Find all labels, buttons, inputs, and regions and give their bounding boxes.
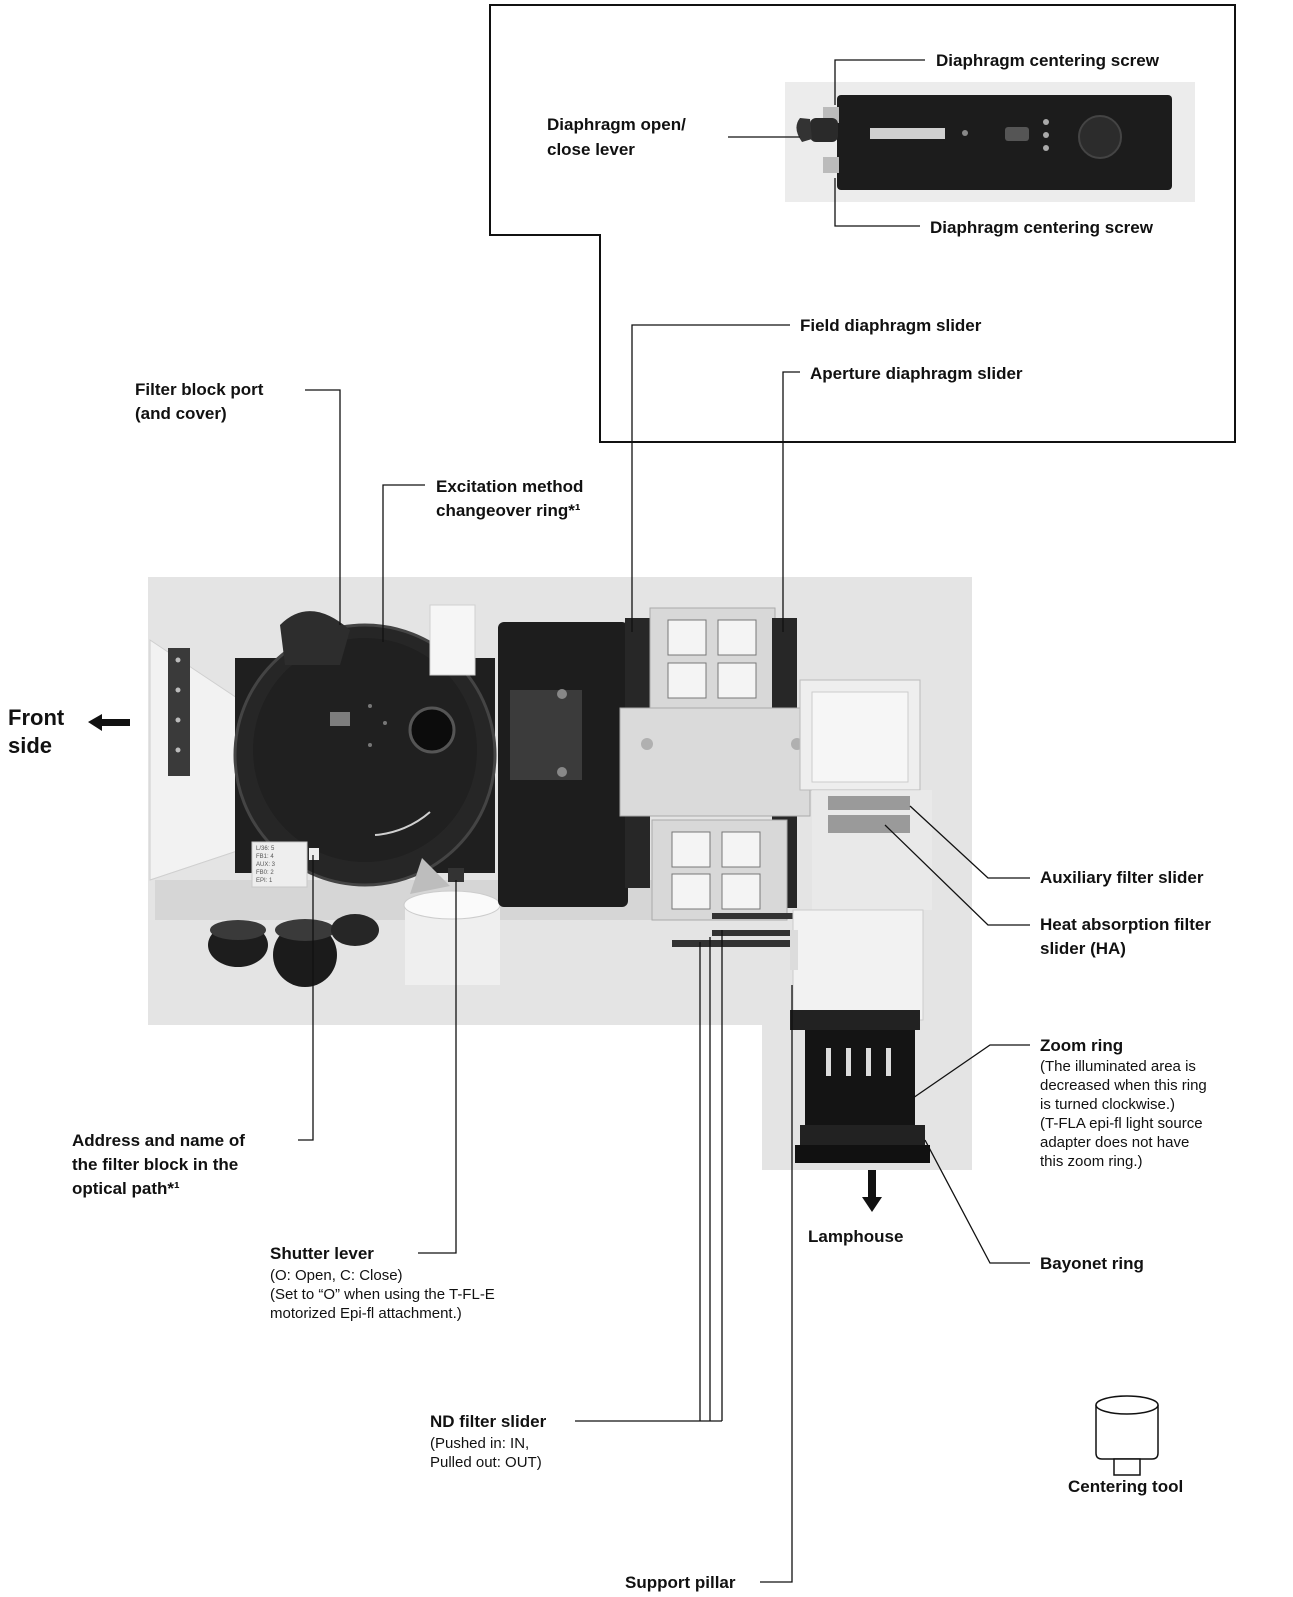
inset-slider-photo — [785, 82, 1195, 202]
label-heat-filter-1: Heat absorption filter — [1040, 914, 1211, 935]
nd-note-1: (Pushed in: IN, — [430, 1434, 529, 1453]
label-centering-screw-top: Diaphragm centering screw — [936, 50, 1159, 71]
label-excitation-ring-1: Excitation method — [436, 476, 583, 497]
block-list-item: FB1: 4 — [256, 853, 275, 861]
block-list-item: EPI: 1 — [256, 877, 275, 885]
label-address-1: Address and name of — [72, 1130, 245, 1151]
label-centering-screw-bottom: Diaphragm centering screw — [930, 217, 1153, 238]
label-front-side-1: Front — [8, 705, 64, 731]
label-field-diaphragm-slider: Field diaphragm slider — [800, 315, 981, 336]
label-nd-filter-slider: ND filter slider — [430, 1411, 546, 1432]
block-list-item: AUX: 3 — [256, 861, 275, 869]
zoom-note-4: (T-FLA epi-fl light source — [1040, 1114, 1203, 1133]
label-address-2: the filter block in the — [72, 1154, 238, 1175]
shutter-note-1: (O: Open, C: Close) — [270, 1266, 403, 1285]
block-list-text: L/36: 5 FB1: 4 AUX: 3 FB0: 2 EPI: 1 — [256, 845, 275, 885]
nd-note-2: Pulled out: OUT) — [430, 1453, 542, 1472]
centering-tool-icon — [1096, 1396, 1158, 1475]
label-lamphouse: Lamphouse — [808, 1226, 903, 1247]
label-centering-tool: Centering tool — [1068, 1476, 1183, 1497]
block-list-item: L/36: 5 — [256, 845, 275, 853]
label-filter-block-port-1: Filter block port — [135, 379, 263, 400]
label-support-pillar: Support pillar — [625, 1572, 736, 1593]
label-open-close-lever-2: close lever — [547, 139, 635, 160]
label-front-side-2: side — [8, 733, 52, 759]
photo-adapter — [790, 680, 932, 1163]
label-shutter-lever: Shutter lever — [270, 1243, 374, 1264]
shutter-note-3: motorized Epi-fl attachment.) — [270, 1304, 462, 1323]
label-aperture-diaphragm-slider: Aperture diaphragm slider — [810, 363, 1023, 384]
zoom-note-1: (The illuminated area is — [1040, 1057, 1196, 1076]
label-excitation-ring-2: changeover ring*¹ — [436, 500, 581, 521]
block-list-item: FB0: 2 — [256, 869, 275, 877]
label-filter-block-port-2: (and cover) — [135, 403, 227, 424]
zoom-note-3: is turned clockwise.) — [1040, 1095, 1175, 1114]
zoom-note-2: decreased when this ring — [1040, 1076, 1207, 1095]
zoom-note-6: this zoom ring.) — [1040, 1152, 1143, 1171]
zoom-note-5: adapter does not have — [1040, 1133, 1189, 1152]
label-heat-filter-2: slider (HA) — [1040, 938, 1126, 959]
label-bayonet-ring: Bayonet ring — [1040, 1253, 1144, 1274]
arrow-left-icon — [88, 714, 130, 731]
label-address-3: optical path*¹ — [72, 1178, 180, 1199]
label-zoom-ring: Zoom ring — [1040, 1035, 1123, 1056]
arrow-down-icon — [862, 1170, 882, 1212]
label-auxiliary-filter-slider: Auxiliary filter slider — [1040, 867, 1203, 888]
shutter-note-2: (Set to “O” when using the T-FL-E — [270, 1285, 495, 1304]
label-open-close-lever-1: Diaphragm open/ — [547, 114, 686, 135]
